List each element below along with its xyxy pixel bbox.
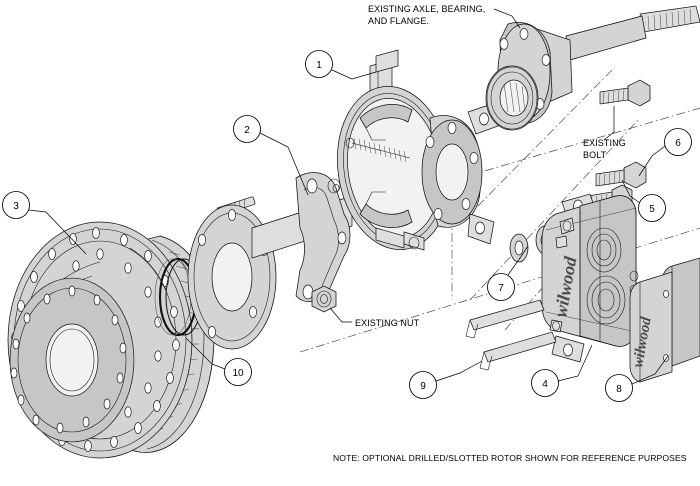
balloon-10[interactable]: 10 — [185, 337, 252, 386]
bolt-label-line2: BOLT — [583, 150, 607, 160]
part-parking-brake-shoe-assembly — [327, 49, 499, 251]
balloon-callouts: 1 2 3 4 5 6 7 — [2, 50, 692, 402]
leader-3 — [28, 209, 87, 255]
part-caliper-mounting-bracket — [295, 172, 351, 302]
balloon-10-number: 10 — [232, 368, 244, 379]
balloon-2[interactable]: 2 — [233, 115, 309, 196]
balloon-9-number: 9 — [420, 381, 426, 392]
balloon-8[interactable]: 8 — [605, 355, 669, 402]
balloon-1[interactable]: 1 — [305, 50, 377, 80]
balloon-7[interactable]: 7 — [487, 245, 529, 301]
caliper-bleeder-fittings — [549, 217, 575, 333]
leader-10 — [185, 337, 226, 370]
axle-label-leader — [493, 8, 521, 29]
bolt-label-line1: EXISTING — [583, 138, 626, 148]
brake-spring — [345, 137, 411, 163]
leader-6 — [638, 145, 666, 177]
balloon-7-number: 7 — [498, 283, 504, 294]
balloon-4-number: 4 — [542, 379, 548, 390]
balloon-6-number: 6 — [675, 138, 681, 149]
axle-label-line2: AND FLANGE. — [368, 16, 429, 26]
balloon-5[interactable]: 5 — [621, 179, 666, 222]
nut-label-line1: EXISTING NUT — [355, 318, 420, 328]
leader-7 — [507, 245, 529, 276]
leader-9 — [435, 360, 483, 382]
part-existing-bolt-axle — [599, 79, 651, 141]
leader-5 — [621, 179, 641, 204]
leader-4 — [557, 344, 593, 382]
balloon-3[interactable]: 3 — [2, 191, 87, 255]
balloon-1-number: 1 — [316, 60, 322, 71]
leader-1 — [331, 69, 377, 80]
part-mounting-bolt-long — [595, 161, 647, 189]
balloon-5-number: 5 — [649, 204, 655, 215]
part-drilled-slotted-rotor — [7, 221, 215, 459]
balloon-6[interactable]: 6 — [638, 128, 692, 177]
label-existing-nut: EXISTING NUT — [355, 318, 420, 328]
part-caliper-shim-plates — [465, 299, 557, 371]
part-brake-pads: wilwood — [629, 257, 700, 383]
balloon-4[interactable]: 4 — [531, 344, 593, 397]
balloon-3-number: 3 — [13, 201, 19, 212]
balloon-8-number: 8 — [616, 384, 622, 395]
leader-8 — [631, 355, 669, 385]
label-existing-axle: EXISTING AXLE, BEARING, AND FLANGE. — [368, 4, 521, 29]
part-existing-nut — [311, 285, 352, 323]
balloon-2-number: 2 — [244, 125, 250, 136]
leader-2 — [259, 132, 309, 196]
label-existing-bolt: EXISTING BOLT — [583, 138, 626, 160]
text-labels: EXISTING AXLE, BEARING, AND FLANGE. EXIS… — [333, 4, 687, 463]
part-wilwood-caliper: wilwood — [541, 193, 639, 363]
reference-note: NOTE: OPTIONAL DRILLED/SLOTTED ROTOR SHO… — [333, 453, 687, 463]
balloon-9[interactable]: 9 — [409, 360, 483, 399]
axle-label-line1: EXISTING AXLE, BEARING, — [368, 4, 485, 14]
part-existing-axle-bearing-flange — [485, 5, 700, 131]
